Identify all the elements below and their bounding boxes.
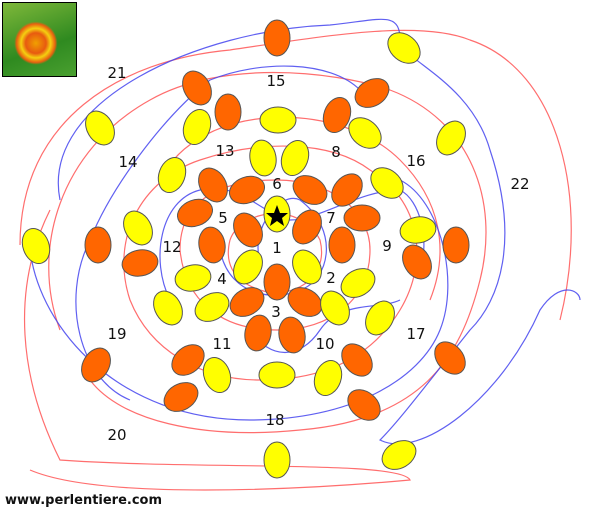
orange-bead bbox=[84, 226, 112, 264]
orange-bead bbox=[442, 226, 470, 264]
orange-bead bbox=[171, 344, 205, 376]
orange-bead bbox=[328, 226, 356, 264]
yellow-bead bbox=[436, 120, 466, 156]
section-label-14: 14 bbox=[118, 153, 137, 171]
website-credit: www.perlentiere.com bbox=[5, 493, 163, 508]
section-label-8: 8 bbox=[331, 143, 341, 161]
blue-thread bbox=[29, 179, 449, 421]
yellow-bead bbox=[123, 210, 153, 246]
orange-bead bbox=[229, 175, 265, 205]
orange-bead bbox=[229, 287, 265, 317]
orange-bead bbox=[177, 198, 213, 228]
yellow-bead bbox=[381, 440, 417, 470]
orange-bead bbox=[341, 343, 373, 377]
orange-bead bbox=[263, 19, 291, 57]
orange-bead bbox=[81, 347, 111, 383]
section-label-6: 6 bbox=[272, 175, 282, 193]
yellow-bead bbox=[320, 290, 350, 326]
orange-bead bbox=[347, 389, 381, 421]
yellow-bead bbox=[258, 361, 296, 389]
yellow-bead bbox=[153, 290, 183, 326]
yellow-bead bbox=[194, 292, 230, 322]
yellow-bead bbox=[174, 264, 212, 292]
orange-bead bbox=[233, 212, 263, 248]
section-label-3: 3 bbox=[271, 303, 281, 321]
orange-bead bbox=[354, 78, 390, 108]
section-label-19: 19 bbox=[107, 325, 126, 343]
section-label-5: 5 bbox=[218, 209, 228, 227]
start-star-icon bbox=[266, 205, 288, 226]
section-label-9: 9 bbox=[382, 237, 392, 255]
section-label-12: 12 bbox=[162, 238, 181, 256]
orange-bead bbox=[244, 314, 272, 352]
section-label-4: 4 bbox=[217, 270, 227, 288]
yellow-bead bbox=[249, 139, 277, 177]
orange-bead bbox=[263, 263, 291, 301]
section-label-16: 16 bbox=[406, 152, 425, 170]
orange-bead bbox=[331, 173, 363, 207]
berry-photo bbox=[2, 2, 77, 77]
blue-thread bbox=[75, 65, 361, 401]
yellow-bead bbox=[292, 249, 322, 285]
section-label-20: 20 bbox=[107, 426, 126, 444]
yellow-bead bbox=[202, 357, 232, 393]
orange-bead bbox=[434, 341, 466, 375]
section-label-7: 7 bbox=[326, 209, 336, 227]
red-thread bbox=[179, 179, 371, 331]
section-label-18: 18 bbox=[265, 411, 284, 429]
orange-bead bbox=[214, 93, 242, 131]
section-label-15: 15 bbox=[266, 72, 285, 90]
section-label-21: 21 bbox=[107, 64, 126, 82]
orange-bead bbox=[121, 249, 159, 277]
yellow-bead bbox=[313, 360, 343, 396]
orange-bead bbox=[287, 287, 323, 317]
section-label-13: 13 bbox=[215, 142, 234, 160]
yellow-bead bbox=[399, 216, 437, 244]
section-label-1: 1 bbox=[272, 239, 282, 257]
yellow-bead bbox=[340, 268, 376, 298]
yellow-bead bbox=[182, 109, 212, 145]
yellow-bead bbox=[387, 32, 421, 64]
yellow-bead bbox=[233, 249, 263, 285]
section-label-2: 2 bbox=[326, 269, 336, 287]
blue-thread bbox=[57, 18, 581, 445]
yellow-bead bbox=[263, 441, 291, 479]
section-label-22: 22 bbox=[510, 175, 529, 193]
yellow-bead bbox=[348, 117, 382, 149]
orange-bead bbox=[278, 316, 306, 354]
orange-bead bbox=[198, 167, 228, 203]
orange-bead bbox=[292, 209, 322, 245]
orange-bead bbox=[198, 226, 226, 264]
yellow-bead bbox=[365, 300, 395, 336]
red-thread bbox=[24, 209, 411, 491]
yellow-bead bbox=[85, 110, 115, 146]
yellow-bead bbox=[280, 140, 310, 176]
orange-bead bbox=[402, 244, 432, 280]
section-label-11: 11 bbox=[212, 335, 231, 353]
orange-bead bbox=[163, 382, 199, 412]
orange-bead bbox=[182, 70, 212, 106]
orange-bead bbox=[322, 97, 352, 133]
yellow-bead bbox=[370, 167, 404, 199]
red-thread bbox=[159, 116, 441, 301]
orange-bead bbox=[343, 204, 381, 232]
orange-bead bbox=[292, 175, 328, 205]
section-label-10: 10 bbox=[315, 335, 334, 353]
yellow-bead bbox=[21, 228, 51, 264]
yellow-bead bbox=[259, 106, 297, 134]
red-thread bbox=[19, 29, 572, 321]
section-label-17: 17 bbox=[406, 325, 425, 343]
yellow-bead bbox=[157, 157, 187, 193]
